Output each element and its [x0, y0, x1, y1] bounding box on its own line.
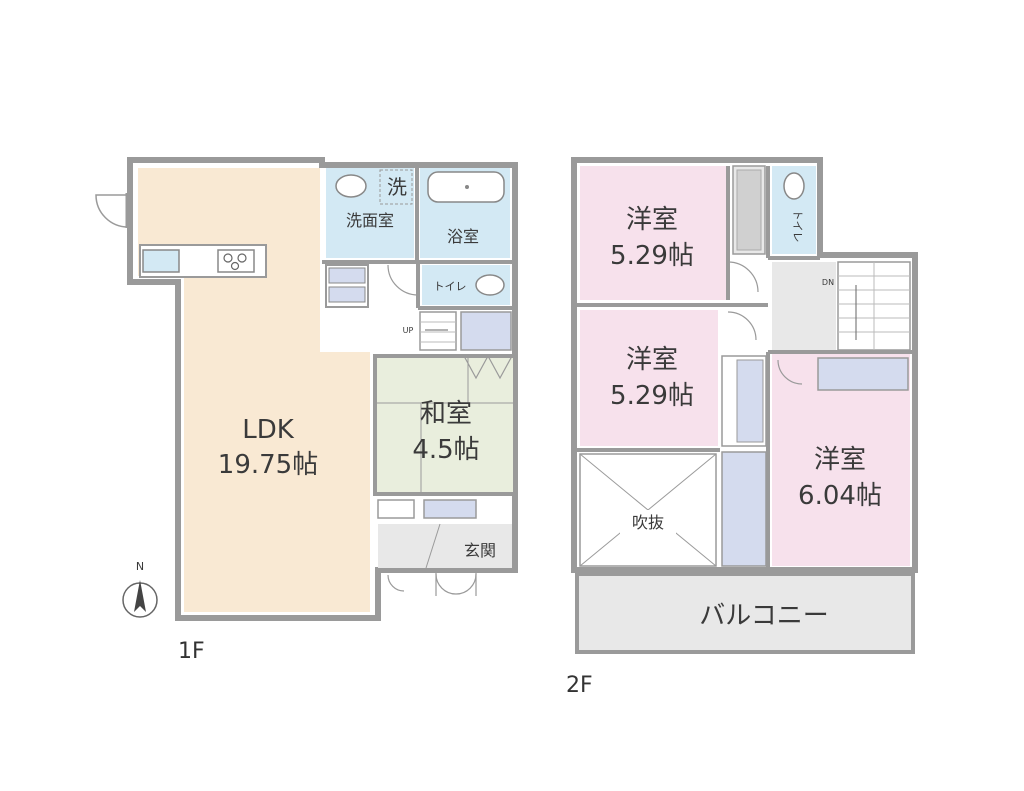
door-swing-icon [727, 261, 759, 293]
north-label: N [136, 560, 144, 573]
toilet-icon [475, 274, 505, 296]
floor-1f-label: 1F [178, 639, 205, 664]
balcony [575, 572, 915, 654]
youshitsu-1-name: 洋室 [626, 205, 678, 235]
floor-2f: 洋室 5.29帖 トイレ DN 洋室 5.29帖 [566, 157, 918, 698]
closet-box [817, 357, 909, 391]
youshitsu-2-room [580, 310, 718, 446]
youshitsu-2-size: 5.29帖 [610, 381, 694, 411]
washer-space [379, 169, 413, 205]
yokushitsu-label: 浴室 [447, 227, 479, 246]
toilet-1f-label: トイレ [434, 280, 467, 293]
youshitsu-1-room [580, 166, 728, 300]
label-backdrop [620, 510, 676, 534]
shelf-icon [328, 286, 366, 303]
stove-icon [217, 249, 255, 273]
genkan-room [378, 524, 512, 568]
closet-box [423, 499, 477, 519]
genkan-step [425, 523, 441, 569]
ldk-size: 19.75帖 [218, 450, 318, 480]
entrance-door-icon [435, 573, 477, 595]
youshitsu-3-size: 6.04帖 [798, 481, 882, 511]
burner-icon [223, 253, 233, 263]
youshitsu-2-name: 洋室 [626, 345, 678, 375]
toilet-icon [783, 172, 805, 200]
closet-shelf [736, 359, 764, 443]
stairs-1f [419, 311, 457, 351]
storage-box [460, 311, 512, 351]
sink-icon [142, 249, 180, 273]
stairs-2f [837, 261, 911, 351]
closet-box [377, 499, 415, 519]
youshitsu-3-name: 洋室 [814, 445, 866, 475]
senmenshitsu-label: 洗面室 [346, 211, 394, 230]
fukinuke-label: 吹抜 [632, 513, 664, 532]
burner-icon [237, 253, 247, 263]
shelf-icon [328, 267, 366, 284]
toilet-2f-label: トイレ [791, 210, 804, 243]
door-swing-icon [727, 311, 757, 341]
ldk-room [138, 168, 370, 612]
burner-icon [230, 261, 240, 271]
north-compass-icon [122, 580, 158, 618]
genkan-label: 玄関 [464, 541, 496, 560]
floor-1f: LDK 19.75帖 洗 洗面室 浴室 トイレ [95, 157, 518, 664]
door-swing-icon [387, 264, 419, 296]
door-swing-icon [463, 355, 489, 380]
door-swing-icon [487, 355, 513, 380]
door-swing-icon [777, 359, 803, 385]
up-label: UP [403, 326, 414, 335]
ldk-name: LDK [242, 415, 295, 445]
youshitsu-1-size: 5.29帖 [610, 241, 694, 271]
sen-label: 洗 [387, 175, 407, 199]
balcony-label: バルコニー [699, 601, 828, 631]
floor-2f-label: 2F [566, 673, 593, 698]
hall-2f [772, 262, 836, 350]
closet-box [721, 451, 767, 567]
washitsu-room [373, 354, 517, 496]
side-door-icon [95, 194, 129, 228]
washitsu-name: 和室 [420, 399, 472, 429]
dn-label: DN [822, 278, 834, 287]
closet-shelf [736, 169, 762, 251]
drain-icon [465, 185, 469, 189]
washitsu-size: 4.5帖 [412, 435, 479, 465]
door-swing-icon [387, 574, 405, 592]
basin-icon [335, 174, 367, 198]
